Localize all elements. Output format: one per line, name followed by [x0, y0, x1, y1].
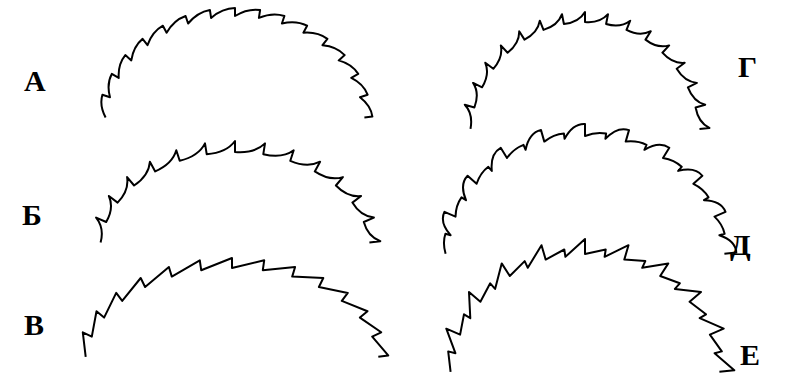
figure-letter: Б — [22, 198, 42, 232]
figure-letter: Е — [740, 338, 760, 372]
figure-letter: Д — [730, 228, 751, 262]
margin-outline — [465, 12, 710, 129]
figure-letter: А — [24, 64, 46, 98]
margin-outline — [96, 141, 380, 243]
figure-letter: В — [24, 308, 44, 342]
margin-outline — [101, 8, 372, 118]
figure-letter: Г — [738, 50, 757, 84]
margin-outline — [443, 124, 736, 254]
margin-outline — [83, 258, 388, 357]
margin-outline — [446, 239, 734, 372]
